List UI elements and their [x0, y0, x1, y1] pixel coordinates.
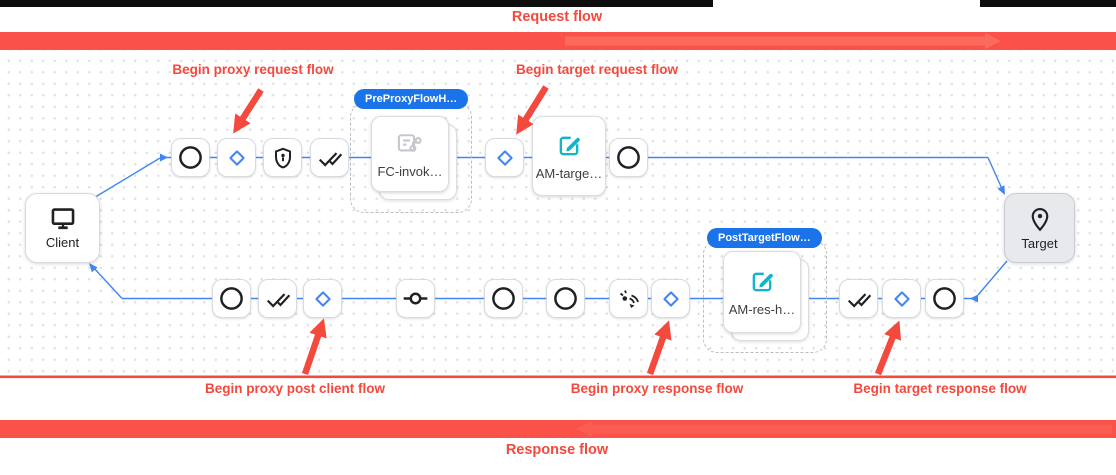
target-endpoint-node[interactable]: Target [1004, 193, 1075, 263]
client-endpoint-node[interactable]: Client [25, 193, 100, 263]
double-check-icon [846, 286, 872, 312]
sensors-icon [617, 287, 641, 311]
response-flow-arrow-icon [576, 421, 1112, 437]
begin-proxy-request-label: Begin proxy request flow [172, 62, 334, 77]
pre-proxy-flow-hook-badge[interactable]: PreProxyFlowH… [354, 89, 469, 109]
response-double-check-node[interactable] [839, 279, 878, 318]
flow-callout-policy-card[interactable]: FC-invok… [371, 116, 449, 192]
top-window-edge [0, 0, 713, 7]
flow-diamond-icon [494, 147, 516, 169]
step-circle-icon [615, 144, 642, 171]
monitor-icon [48, 206, 78, 232]
post-client-diamond-node[interactable] [303, 279, 342, 318]
flow-canvas[interactable] [0, 50, 1116, 377]
step-circle-icon [552, 285, 579, 312]
flow-diamond-icon [660, 288, 682, 310]
response-flow-bar [0, 420, 1116, 438]
begin-proxy-response-label: Begin proxy response flow [570, 381, 744, 396]
double-check-icon [317, 145, 343, 171]
flow-diamond-icon [891, 288, 913, 310]
location-pin-icon [1027, 205, 1053, 233]
assign-message-target-card[interactable]: AM-targe… [532, 116, 606, 196]
request-end-circle-node[interactable] [609, 138, 648, 177]
flow-diamond-icon [226, 147, 248, 169]
request-flow-arrow-icon [565, 33, 1001, 49]
flow-diamond-icon [312, 288, 334, 310]
commit-node[interactable] [396, 279, 435, 318]
security-policy-node[interactable] [263, 138, 302, 177]
assign-message-response-card[interactable]: AM-res-h… [723, 251, 801, 333]
step-circle-icon [177, 144, 204, 171]
step-circle-icon [218, 285, 245, 312]
response-circle-node[interactable] [212, 279, 251, 318]
response-circle-node[interactable] [484, 279, 523, 318]
top-window-edge [980, 0, 1116, 7]
begin-target-request-label: Begin target request flow [515, 62, 679, 77]
double-check-policy-node[interactable] [310, 138, 349, 177]
begin-target-response-label: Begin target response flow [853, 381, 1027, 396]
sensors-policy-node[interactable] [609, 279, 648, 318]
edit-icon [555, 132, 583, 160]
commit-node-icon [402, 285, 429, 312]
double-check-icon [265, 286, 291, 312]
step-circle-icon [931, 285, 958, 312]
response-double-check-node[interactable] [258, 279, 297, 318]
response-start-circle-node[interactable] [925, 279, 964, 318]
target-endpoint-label: Target [1021, 236, 1058, 251]
post-target-flow-hook-badge[interactable]: PostTargetFlow… [707, 228, 822, 248]
target-response-diamond-node[interactable] [882, 279, 921, 318]
request-flow-banner-label: Request flow [511, 9, 603, 25]
step-circle-icon [490, 285, 517, 312]
response-circle-node[interactable] [546, 279, 585, 318]
flow-callout-policy-label: FC-invok… [377, 163, 443, 179]
request-step-circle-node[interactable] [171, 138, 210, 177]
proxy-response-diamond-node[interactable] [651, 279, 690, 318]
request-flow-bar [0, 32, 1116, 50]
assign-message-response-label: AM-res-h… [728, 301, 796, 317]
response-flow-banner-label: Response flow [505, 442, 609, 458]
client-endpoint-label: Client [45, 235, 80, 250]
flow-callout-icon [393, 130, 427, 158]
begin-proxy-post-client-label: Begin proxy post client flow [204, 381, 386, 396]
security-shield-icon [271, 146, 295, 170]
edit-icon [748, 268, 776, 296]
request-flow-diamond-node[interactable] [217, 138, 256, 177]
target-request-diamond-node[interactable] [485, 138, 524, 177]
assign-message-target-label: AM-targe… [535, 165, 603, 181]
